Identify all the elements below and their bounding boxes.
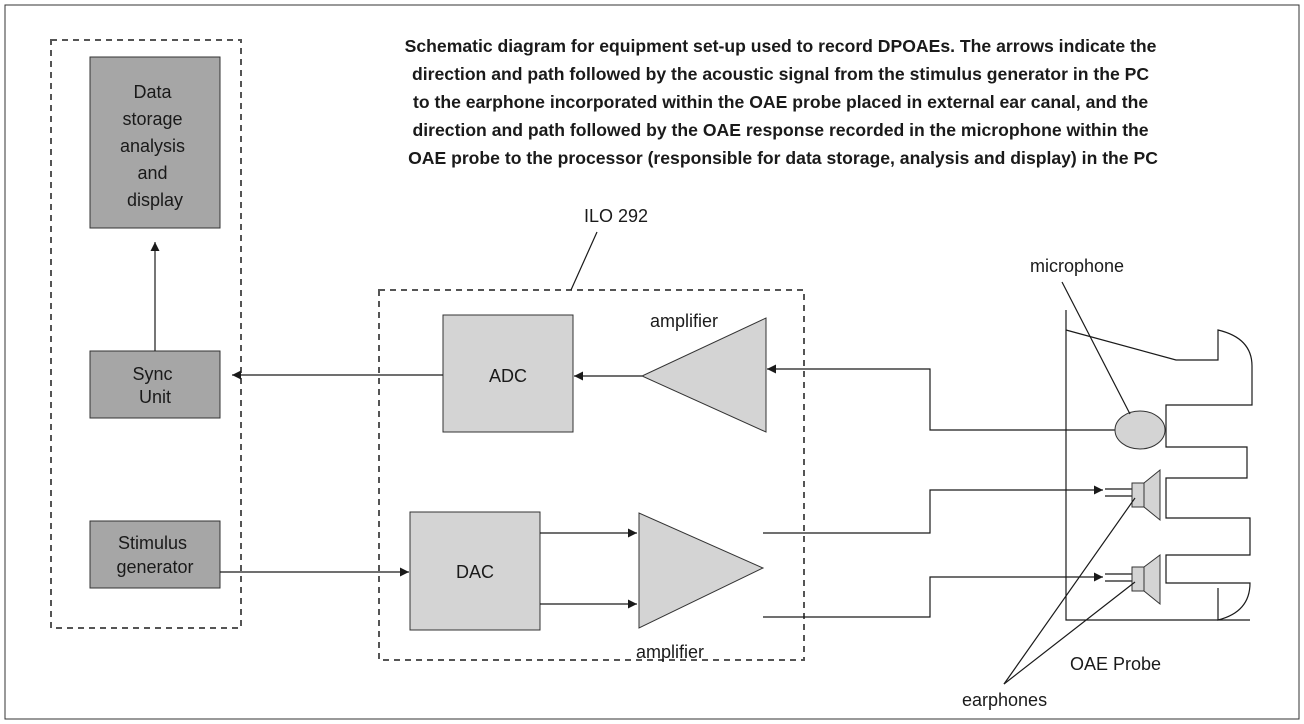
oae-probe-front xyxy=(1065,329,1253,621)
caption-line-5: OAE probe to the processor (responsible … xyxy=(408,148,1158,168)
ilo-enclosure xyxy=(378,289,805,661)
pc-enclosure xyxy=(50,39,242,629)
outer-frame xyxy=(4,4,1300,720)
sync-unit-box: Sync Unit xyxy=(89,350,221,419)
earphones-leader-2 xyxy=(1003,581,1136,685)
caption: Schematic diagram for equipment set-up u… xyxy=(405,36,1162,168)
caption-line-2: direction and path followed by the acous… xyxy=(412,64,1149,84)
amplifier-bottom xyxy=(638,512,765,629)
amplifier-top-label: amplifier xyxy=(650,311,718,331)
stimulus-generator-box: Stimulus generator xyxy=(89,520,221,589)
mic-to-amp-wire xyxy=(767,364,1115,431)
adc-box: ADC xyxy=(442,314,574,433)
sync-unit-label: Sync Unit xyxy=(132,364,177,407)
amp-to-earphone-1-wire xyxy=(763,485,1103,534)
amplifier-top xyxy=(640,317,767,433)
oae-probe-outline xyxy=(1065,310,1250,621)
caption-line-3: to the earphone incorporated within the … xyxy=(413,92,1148,112)
amplifier-bottom-label: amplifier xyxy=(636,642,704,662)
dac-box: DAC xyxy=(409,511,541,631)
microphone-leader xyxy=(1061,281,1131,415)
earphones-label: earphones xyxy=(962,690,1047,710)
stimulus-generator-label: Stimulus generator xyxy=(116,533,193,577)
microphone-icon xyxy=(1114,410,1166,450)
adc-label: ADC xyxy=(489,366,527,386)
caption-line-1: Schematic diagram for equipment set-up u… xyxy=(405,36,1157,56)
data-storage-label: Data storage analysis and display xyxy=(120,82,190,210)
caption-line-4: direction and path followed by the OAE r… xyxy=(413,120,1149,140)
earphone-icon-2 xyxy=(1105,554,1161,606)
oae-probe-label: OAE Probe xyxy=(1070,654,1161,674)
microphone-label: microphone xyxy=(1030,256,1124,276)
earphones-leader-1 xyxy=(1003,497,1136,685)
ilo-title-leader xyxy=(570,231,598,291)
ilo-title: ILO 292 xyxy=(584,206,648,226)
earphone-icon-1 xyxy=(1105,468,1161,522)
data-storage-box: Data storage analysis and display xyxy=(89,56,221,229)
amp-to-earphone-2-wire xyxy=(763,572,1103,618)
dac-label: DAC xyxy=(456,562,494,582)
